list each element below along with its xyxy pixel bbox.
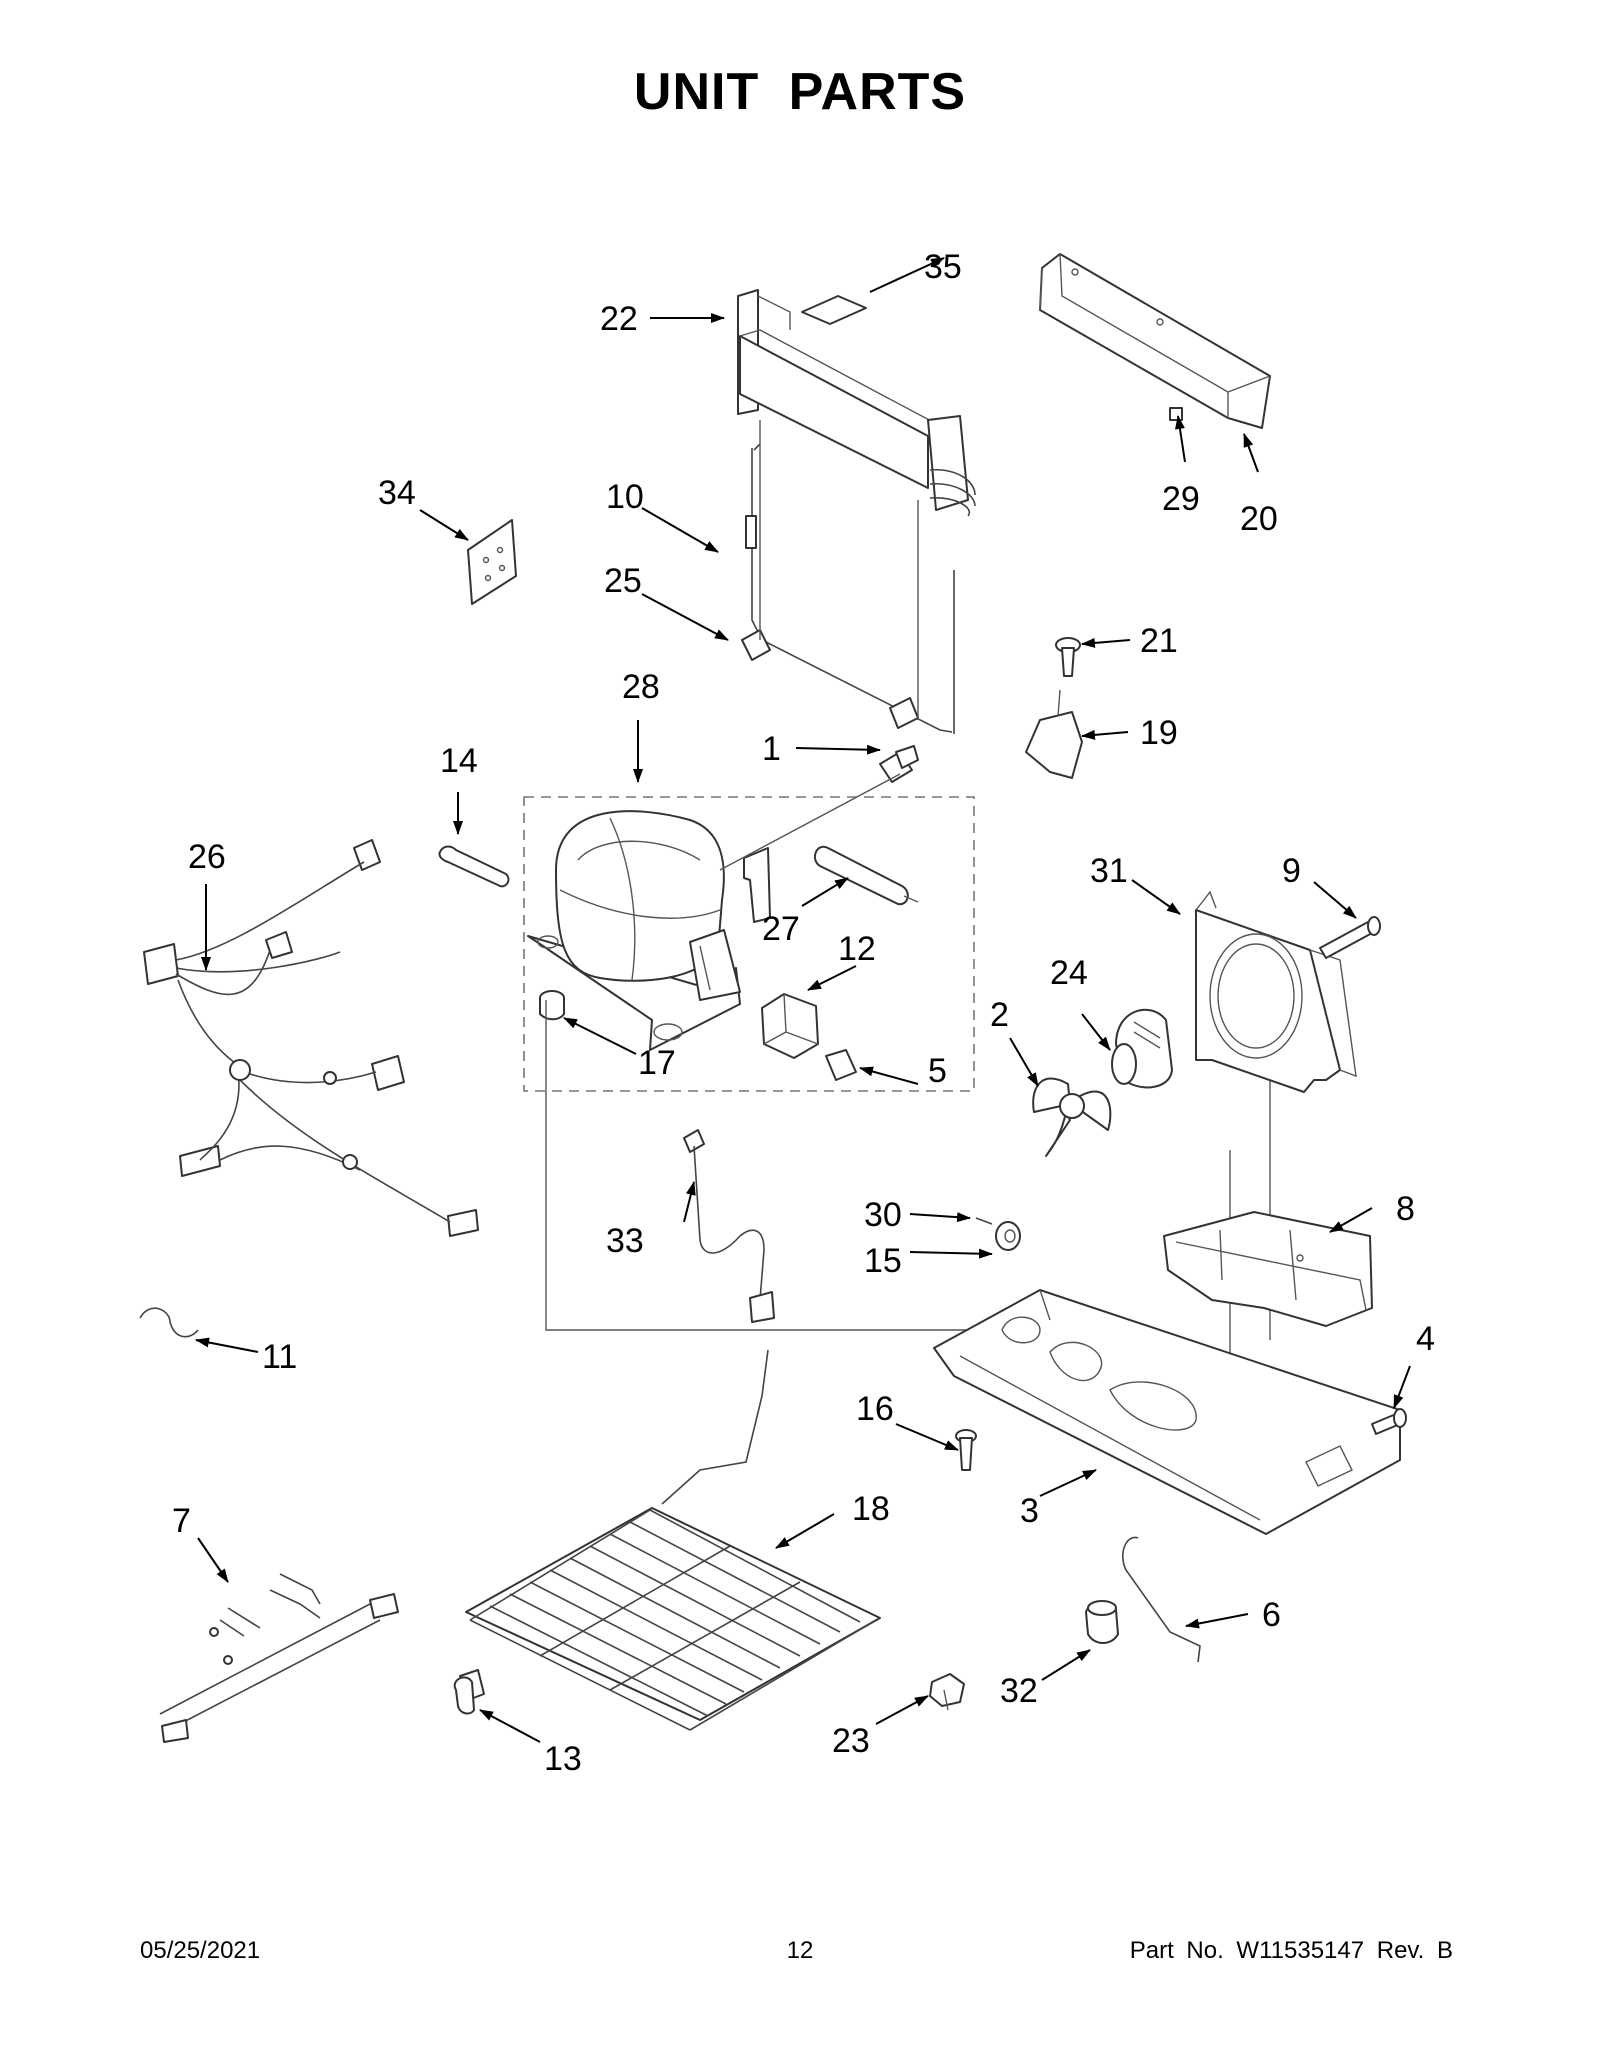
cover-box-part <box>1039 253 1271 429</box>
callout-21: 21 <box>1140 622 1178 660</box>
footer-page-number: 12 <box>786 1937 814 1964</box>
callout-14: 14 <box>440 742 478 780</box>
shroud-screw-part <box>1319 916 1381 959</box>
footer-date: 05/25/2021 <box>140 1937 261 1964</box>
callout-19: 19 <box>1140 714 1178 752</box>
pin-part <box>975 1217 993 1225</box>
callout-13: 13 <box>544 1740 582 1778</box>
callout-27: 27 <box>762 910 800 948</box>
relay-part <box>761 993 819 1059</box>
callout-34: 34 <box>378 474 416 512</box>
condenser-coil-part <box>459 1349 881 1731</box>
callout-18: 18 <box>852 1490 890 1528</box>
callout-11: 11 <box>262 1338 297 1376</box>
evaporator-coil-part <box>737 289 976 517</box>
ground-wire-part <box>1122 1536 1201 1663</box>
coil-clip-part <box>453 1676 475 1715</box>
callout-24: 24 <box>1050 954 1088 992</box>
drain-tube-part <box>683 1129 775 1323</box>
small-harness-part <box>159 1573 399 1743</box>
spacer-part <box>929 1673 965 1711</box>
callout-33: 33 <box>606 1222 644 1260</box>
callout-20: 20 <box>1240 500 1278 538</box>
callout-labels: 35 22 29 20 34 10 25 21 19 28 1 14 26 27… <box>172 248 1435 1778</box>
callout-7: 7 <box>172 1502 191 1540</box>
fan-blade-part <box>1032 1077 1112 1157</box>
compressor-assembly-part <box>523 796 975 1092</box>
callout-23: 23 <box>832 1722 870 1760</box>
callout-35: 35 <box>924 248 962 286</box>
base-screw-part <box>955 1429 977 1471</box>
fan-shroud-part <box>1195 890 1357 1093</box>
callout-5: 5 <box>928 1052 947 1090</box>
mounting-tray-part <box>1163 1211 1373 1327</box>
callout-31: 31 <box>1090 852 1128 890</box>
assembly-lines <box>545 773 1271 1480</box>
callout-32: 32 <box>1000 1672 1038 1710</box>
control-board-part <box>467 519 517 605</box>
page-title: UNIT PARTS <box>633 63 967 121</box>
fan-motor-part <box>1111 1008 1173 1089</box>
callout-22: 22 <box>600 300 638 338</box>
callout-29: 29 <box>1162 480 1200 518</box>
callout-4: 4 <box>1416 1320 1435 1358</box>
callout-25: 25 <box>604 562 642 600</box>
callout-10: 10 <box>606 478 644 516</box>
sleeve-part <box>1085 1600 1119 1644</box>
callout-16: 16 <box>856 1390 894 1428</box>
callout-26: 26 <box>188 838 226 876</box>
callout-2: 2 <box>990 996 1009 1034</box>
callout-6: 6 <box>1262 1596 1281 1634</box>
callout-17: 17 <box>638 1044 676 1082</box>
screw-part <box>1055 637 1081 677</box>
bracket-part <box>1025 689 1083 779</box>
bolt-part <box>879 745 919 783</box>
grommet-part <box>539 990 565 1021</box>
callout-30: 30 <box>864 1196 902 1234</box>
capacitor-cap-part <box>825 1049 857 1081</box>
strap-part <box>438 845 510 888</box>
footer-part-number: Part No. W11535147 Rev. B <box>1129 1937 1453 1964</box>
pad-part <box>801 295 867 325</box>
side-screw-part <box>1371 1408 1407 1435</box>
callout-15: 15 <box>864 1242 902 1280</box>
callout-28: 28 <box>622 668 660 706</box>
leader-lines <box>195 257 1411 1743</box>
wire-harness-part <box>143 839 479 1237</box>
callout-1: 1 <box>762 730 781 768</box>
callout-12: 12 <box>838 930 876 968</box>
bushing-part <box>995 1221 1021 1251</box>
drier-part <box>813 845 919 906</box>
heater-rod-part <box>741 420 955 734</box>
base-pan-part <box>933 1289 1401 1535</box>
callout-9: 9 <box>1282 852 1301 890</box>
callout-3: 3 <box>1020 1492 1039 1530</box>
wire-clip-part <box>139 1307 199 1338</box>
callout-8: 8 <box>1396 1190 1415 1228</box>
clip-part <box>1169 407 1183 421</box>
